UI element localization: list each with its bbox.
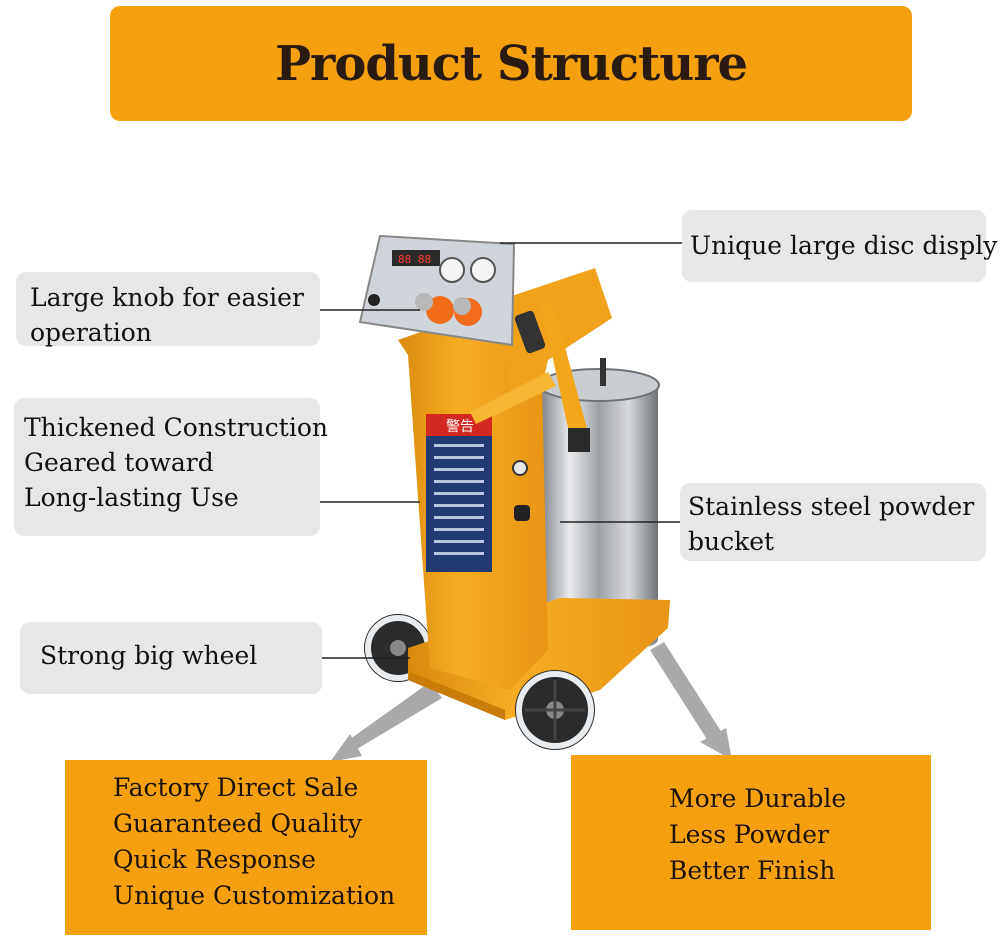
feature-box-performance: More Durable Less Powder Better Finish — [571, 755, 931, 930]
callout-bucket-line-2: bucket — [688, 527, 775, 556]
title-banner: Product Structure — [110, 6, 912, 121]
arrow-right — [650, 642, 732, 760]
page-title: Product Structure — [274, 35, 748, 92]
feature-performance-3: Better Finish — [669, 856, 836, 885]
feature-sales-2: Guaranteed Quality — [113, 809, 363, 838]
callout-thickened: Thickened Construction Geared toward Lon… — [14, 398, 328, 536]
spray-gun — [470, 300, 590, 452]
callout-knob-line-2: operation — [30, 318, 152, 347]
warning-label: 警告 — [446, 419, 474, 435]
feature-performance-2: Less Powder — [669, 820, 830, 849]
callout-disc: Unique large disc disply — [682, 210, 998, 282]
arrow-left — [330, 682, 442, 762]
feature-performance-1: More Durable — [669, 784, 847, 813]
callout-thickened-line-2: Geared toward — [24, 448, 214, 477]
callout-wheel: Strong big wheel — [20, 622, 322, 694]
callout-knob-line-1: Large knob for easier — [30, 283, 304, 312]
wheel-front — [515, 670, 595, 750]
feature-sales-3: Quick Response — [113, 845, 316, 874]
callout-thickened-line-3: Long-lasting Use — [24, 483, 239, 512]
callout-disc-line-1: Unique large disc disply — [690, 231, 998, 260]
callout-wheel-line-1: Strong big wheel — [40, 641, 258, 670]
feature-box-sales: Factory Direct Sale Guaranteed Quality Q… — [65, 760, 427, 935]
callout-bucket: Stainless steel powder bucket — [680, 483, 986, 561]
callout-bucket-line-1: Stainless steel powder — [688, 492, 975, 521]
feature-sales-1: Factory Direct Sale — [113, 773, 359, 802]
callout-thickened-line-1: Thickened Construction — [24, 413, 328, 442]
leader-lines — [318, 242, 682, 659]
svg-text:88 88: 88 88 — [398, 253, 431, 266]
callout-knob: Large knob for easier operation — [16, 272, 320, 347]
control-panel: 88 88 — [358, 234, 516, 347]
feature-sales-4: Unique Customization — [113, 881, 396, 910]
